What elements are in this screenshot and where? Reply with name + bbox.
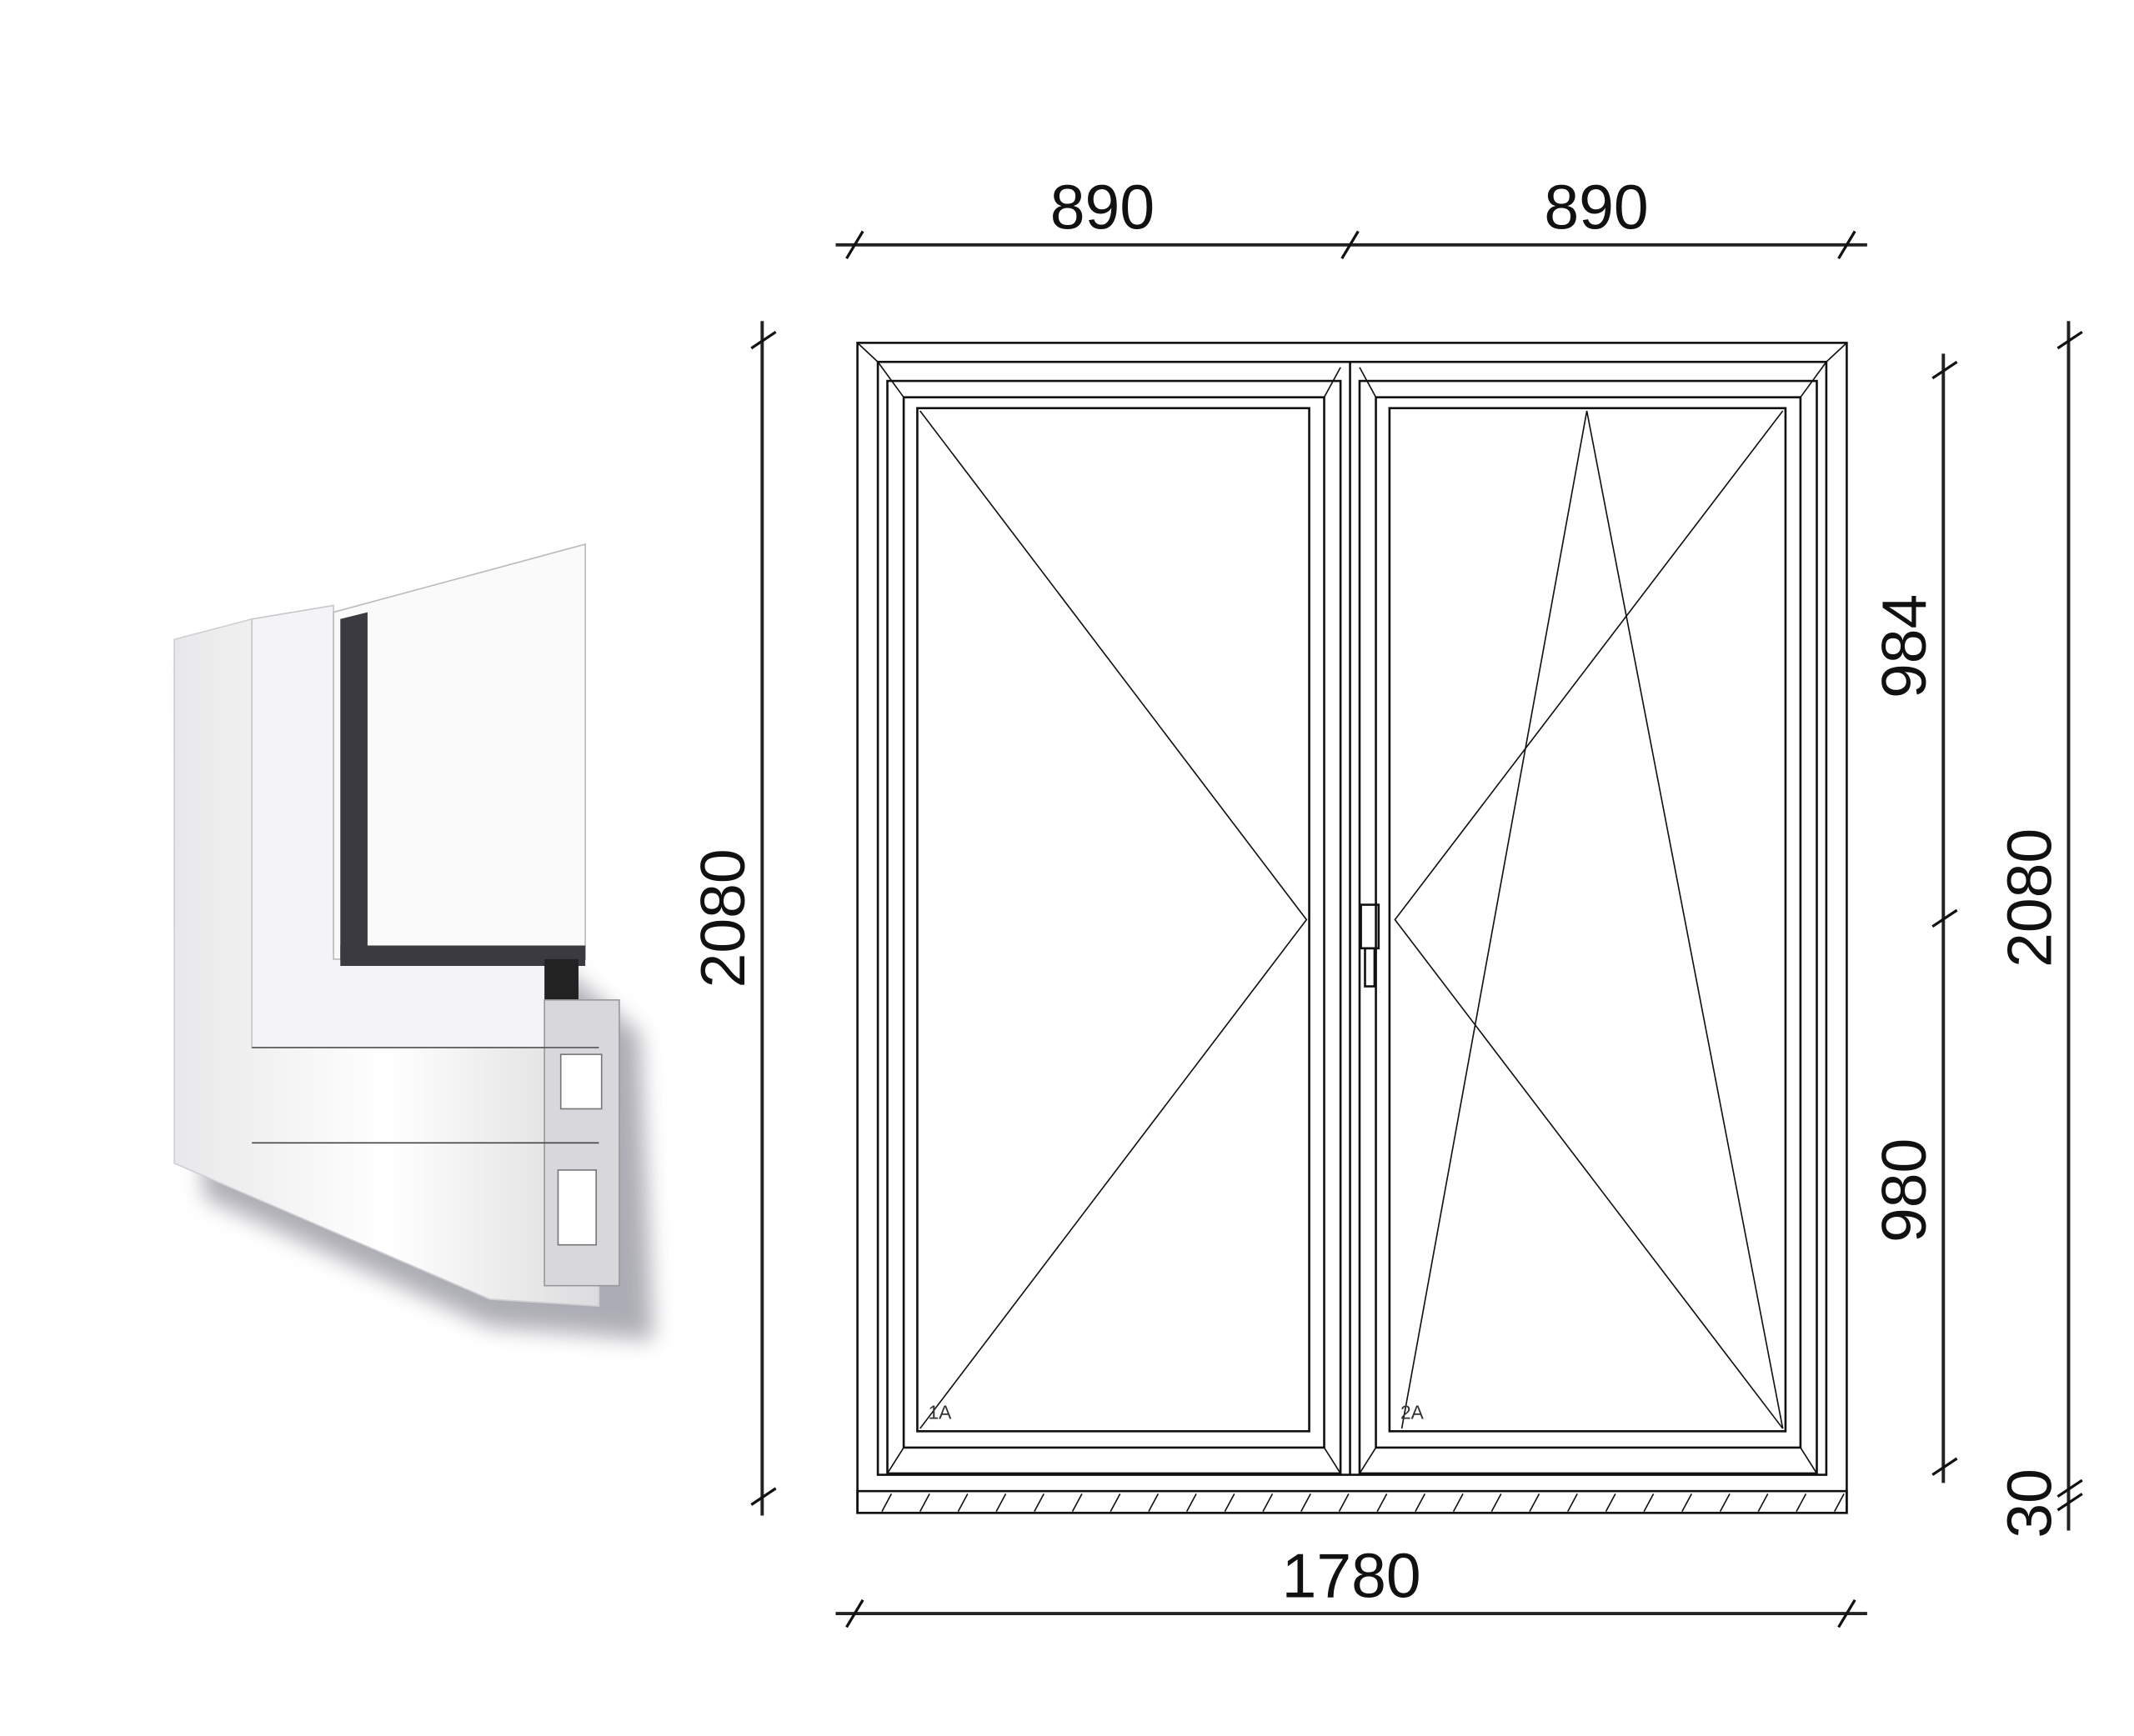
handle-icon: [1360, 903, 1380, 988]
left-sash: [877, 361, 1342, 1475]
hatch-mark: [1338, 1493, 1350, 1513]
hatch-mark: [881, 1493, 893, 1513]
hatch-mark: [1376, 1493, 1388, 1513]
hatch-mark: [1719, 1493, 1731, 1513]
hatch-mark: [1796, 1493, 1807, 1513]
hatch-mark: [1757, 1493, 1769, 1513]
hatch-mark: [1643, 1493, 1655, 1513]
top-dimension-left: 890: [1050, 172, 1155, 242]
hatch-mark: [1415, 1493, 1426, 1513]
top-dimension-line: [835, 230, 1867, 260]
hatch-mark: [1567, 1493, 1578, 1513]
left-height-dimension-line: [750, 321, 777, 1516]
bottom-dimension-line: [835, 1598, 1867, 1628]
hatch-mark: [1490, 1493, 1502, 1513]
right-segment-dimension-line: [1931, 353, 1958, 1483]
upper-segment-dimension: 984: [1869, 594, 1939, 698]
hatch-mark: [1110, 1493, 1121, 1513]
lower-segment-dimension: 980: [1869, 1138, 1939, 1243]
sash-label-2a: 2A: [1400, 1402, 1425, 1423]
hatch-mark: [1034, 1493, 1044, 1513]
sill-height-dimension: 30: [1994, 1468, 2064, 1538]
hatch-mark: [957, 1493, 969, 1513]
hatch-mark: [995, 1493, 1007, 1513]
bottom-dimension: 1780: [1282, 1540, 1421, 1610]
right-sash: [1358, 361, 1827, 1475]
hatch-mark: [1071, 1493, 1083, 1513]
hatch-mark: [1529, 1493, 1540, 1513]
right-total-dimension-line: [2056, 321, 2083, 1531]
window-frame: [856, 342, 1848, 1514]
hatch-mark: [1833, 1493, 1845, 1513]
hatch-mark: [1224, 1493, 1235, 1513]
hatch-mark: [1300, 1493, 1311, 1513]
sash-label-1a: 1A: [928, 1402, 952, 1423]
hatch-mark: [1605, 1493, 1616, 1513]
hatch-mark: [919, 1493, 930, 1513]
hatch-mark: [1452, 1493, 1464, 1513]
left-height-dimension: 2080: [688, 848, 758, 988]
hatch-mark: [1262, 1493, 1274, 1513]
top-dimension-right: 890: [1544, 172, 1648, 242]
hatch-mark: [1148, 1493, 1160, 1513]
hatch-mark: [1185, 1493, 1197, 1513]
window-profile-image: [173, 543, 654, 1340]
right-total-height-dimension: 2080: [1994, 828, 2064, 968]
sill-hatch: [881, 1493, 1845, 1513]
hatch-mark: [1681, 1493, 1693, 1513]
